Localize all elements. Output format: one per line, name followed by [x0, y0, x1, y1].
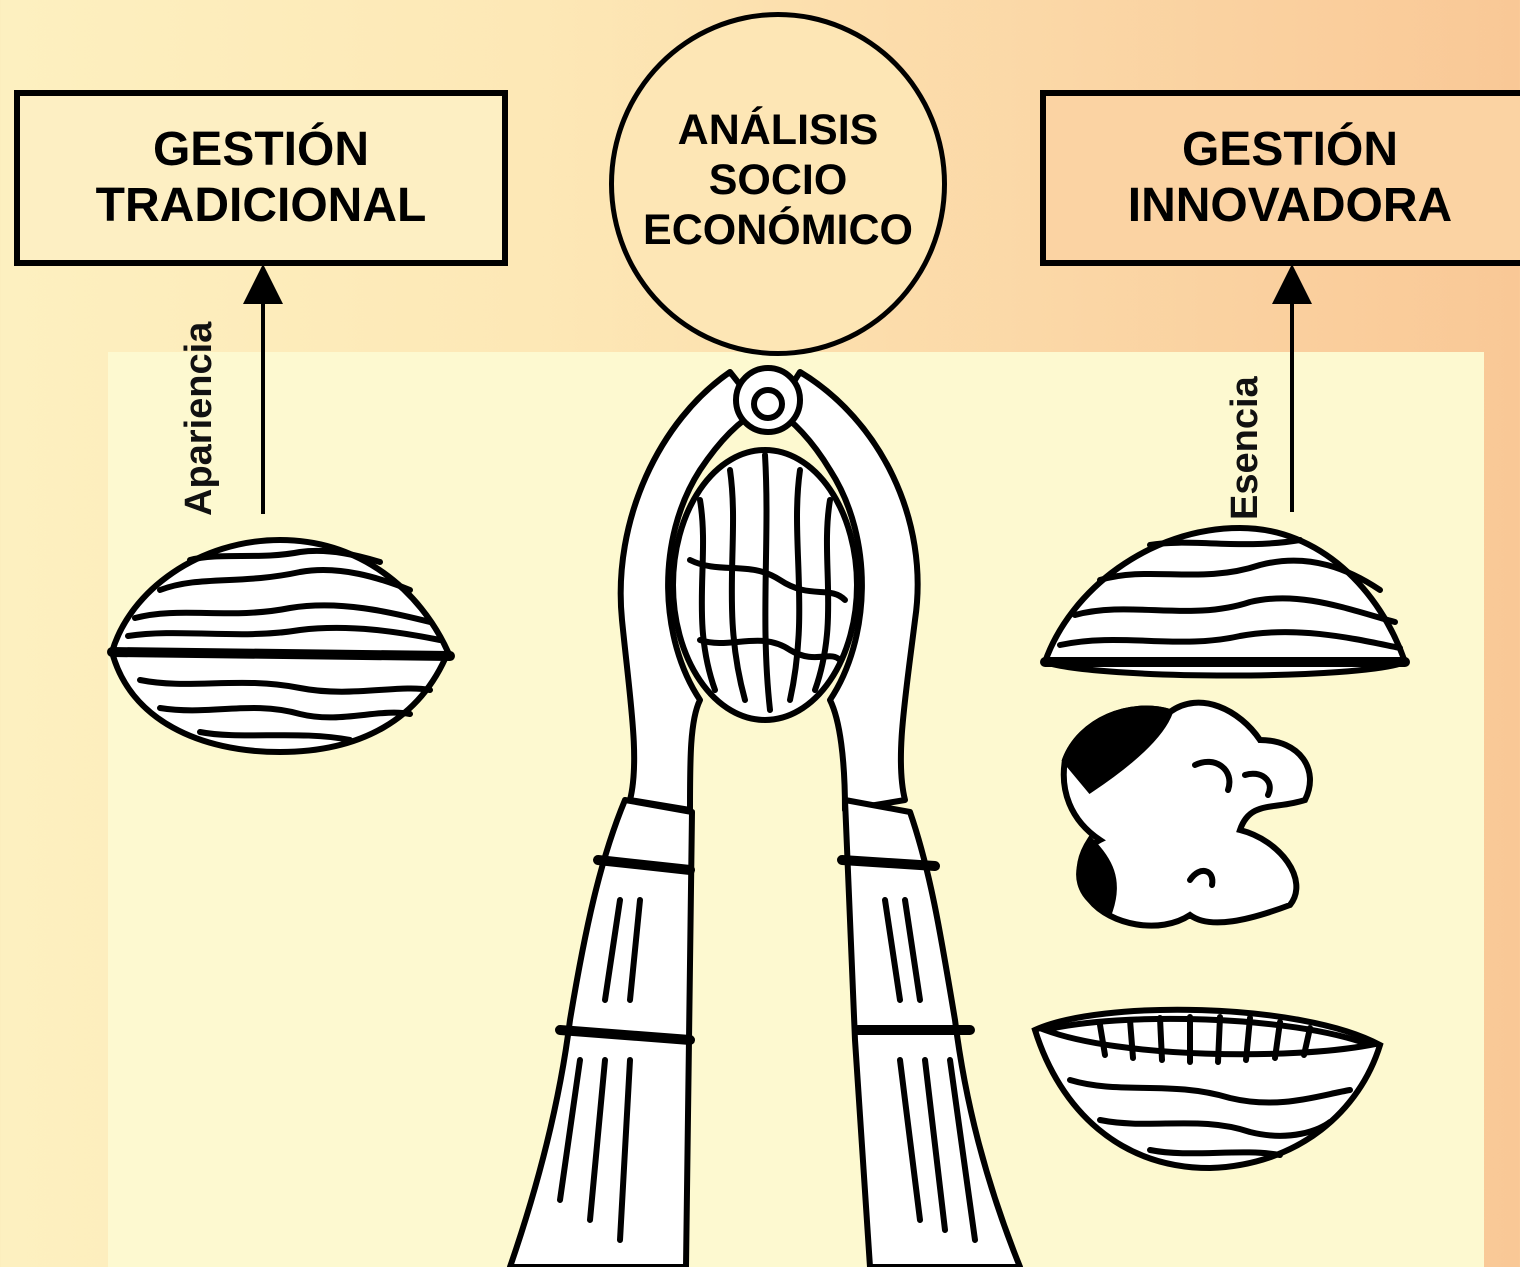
walnut-kernel-icon [1064, 703, 1310, 926]
walnut-top-shell-icon [1045, 528, 1405, 676]
nutcracker-icon [510, 368, 1020, 1267]
walnut-bottom-shell-icon [1035, 1010, 1380, 1168]
whole-walnut-icon [112, 540, 450, 752]
